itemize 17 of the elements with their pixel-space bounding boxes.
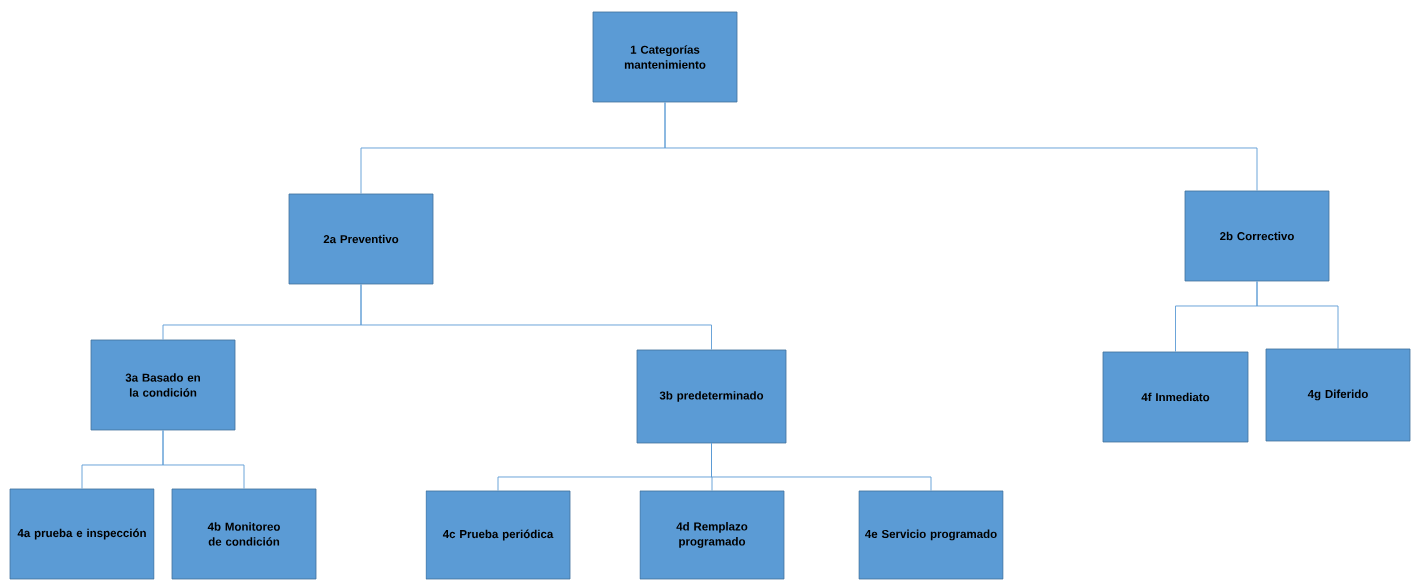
connector xyxy=(1256,280,1339,350)
category-box: 3b predeterminado xyxy=(636,349,787,444)
category-box: 1 Categorías mantenimiento xyxy=(592,11,738,103)
connector xyxy=(360,283,712,351)
category-box: 2b Correctivo xyxy=(1184,190,1330,282)
category-box: 2a Preventivo xyxy=(288,193,434,285)
category-box: 4g Diferido xyxy=(1265,348,1411,442)
category-box: 4a prueba e inspección xyxy=(9,488,155,580)
connector xyxy=(711,442,932,492)
category-box: 3a Basado en la condición xyxy=(90,339,236,431)
category-box: 4c Prueba periódica xyxy=(425,490,571,580)
category-box: 4f Inmediato xyxy=(1102,351,1249,443)
connector xyxy=(664,101,1258,192)
connector xyxy=(162,429,245,490)
category-box: 4b Monitoreo de condición xyxy=(171,488,317,580)
category-box: 4e Servicio programado xyxy=(858,490,1004,580)
category-box: 4d Remplazo programado xyxy=(639,490,785,580)
